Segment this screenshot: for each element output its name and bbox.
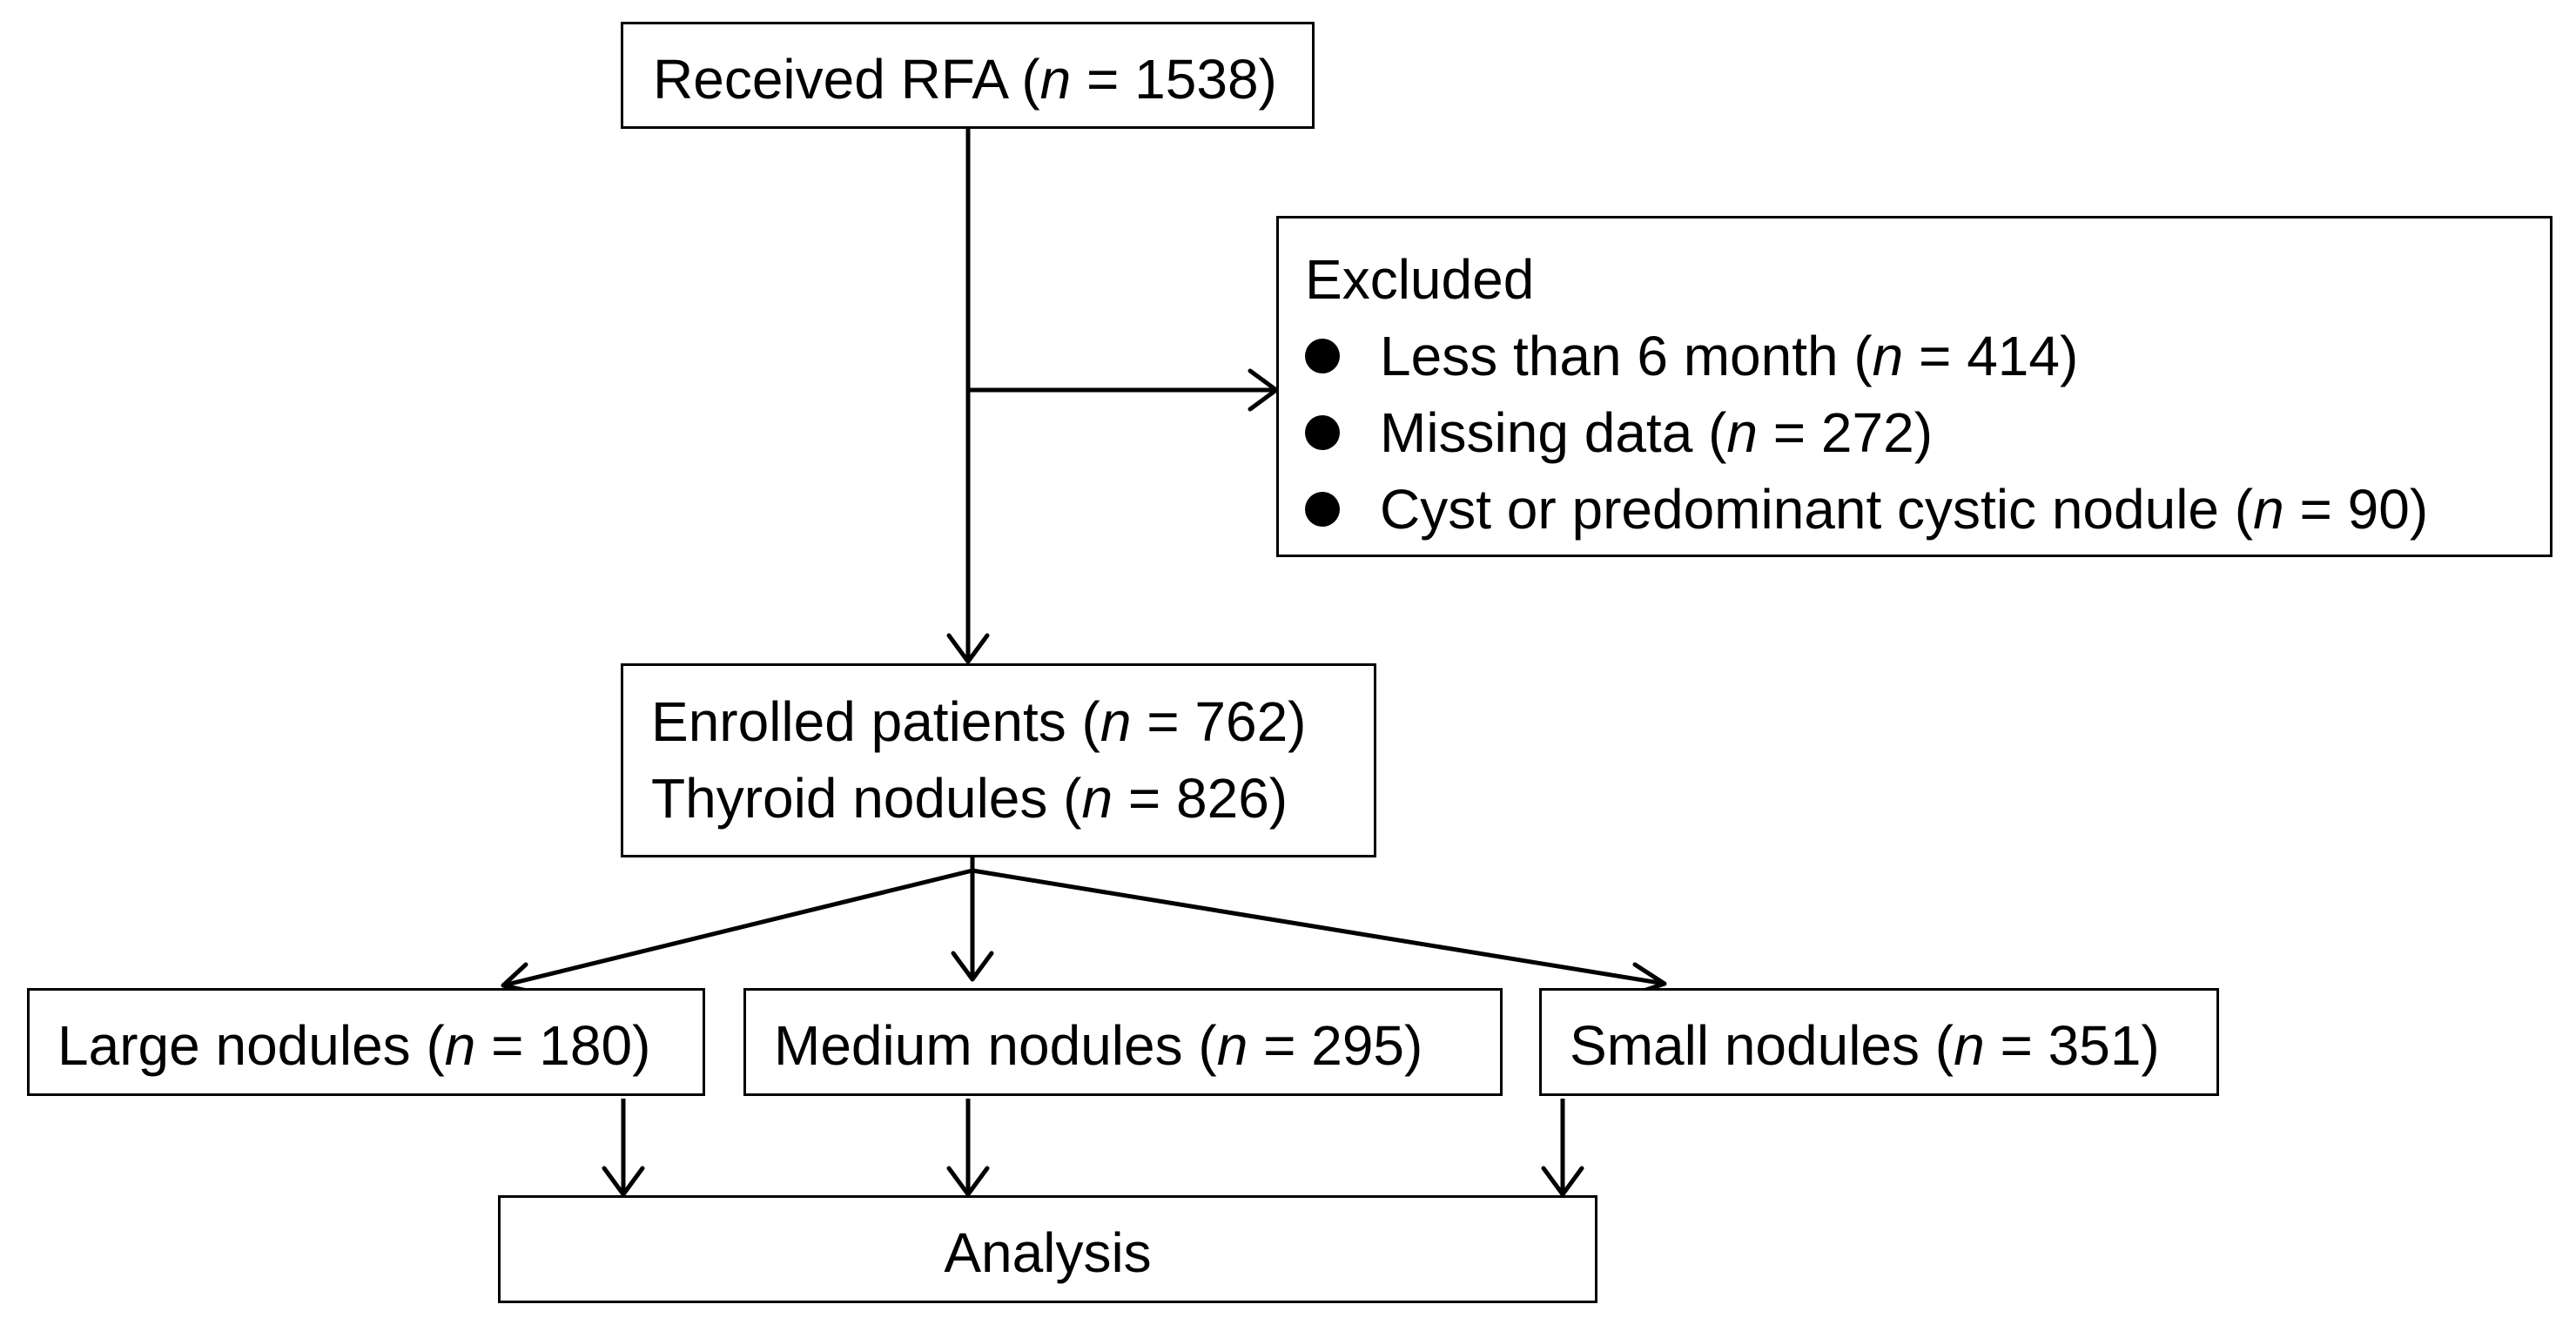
- excluded-item: Cyst or predominant cystic nodule (n = 9…: [1305, 471, 2550, 548]
- analysis-box: Analysis: [498, 1195, 1597, 1303]
- thyroid-nodules-text: Thyroid nodules (n = 826): [651, 767, 1288, 830]
- large-nodules-box: Large nodules (n = 180): [27, 988, 705, 1096]
- excluded-box: Excluded Less than 6 month (n = 414) Mis…: [1276, 216, 2552, 557]
- arrowhead-small-analysis: [1541, 1166, 1584, 1197]
- medium-nodules-box: Medium nodules (n = 295): [743, 988, 1503, 1096]
- excluded-item: Less than 6 month (n = 414): [1305, 318, 2550, 394]
- arrowhead-medium: [951, 951, 994, 982]
- bullet-icon: [1305, 339, 1340, 373]
- analysis-label: Analysis: [944, 1221, 1152, 1284]
- excluded-title: Excluded: [1305, 248, 1535, 311]
- enrolled-box: Enrolled patients (n = 762) Thyroid nodu…: [621, 663, 1376, 857]
- excluded-item: Missing data (n = 272): [1305, 394, 2550, 471]
- arrow-enrolled-to-large: [502, 868, 973, 988]
- arrowhead-large-analysis: [602, 1166, 645, 1197]
- small-nodules-box: Small nodules (n = 351): [1539, 988, 2219, 1096]
- bullet-icon: [1305, 415, 1340, 450]
- arrowhead-enrolled: [946, 633, 990, 664]
- arrowhead-medium-analysis: [946, 1166, 990, 1197]
- bullet-icon: [1305, 492, 1340, 527]
- enrolled-patients-text: Enrolled patients (n = 762): [651, 690, 1307, 753]
- arrow-enrolled-to-small: [972, 868, 1665, 986]
- received-rfa-text: Received RFA (n = 1538): [653, 48, 1277, 111]
- received-rfa-box: Received RFA (n = 1538): [621, 22, 1315, 129]
